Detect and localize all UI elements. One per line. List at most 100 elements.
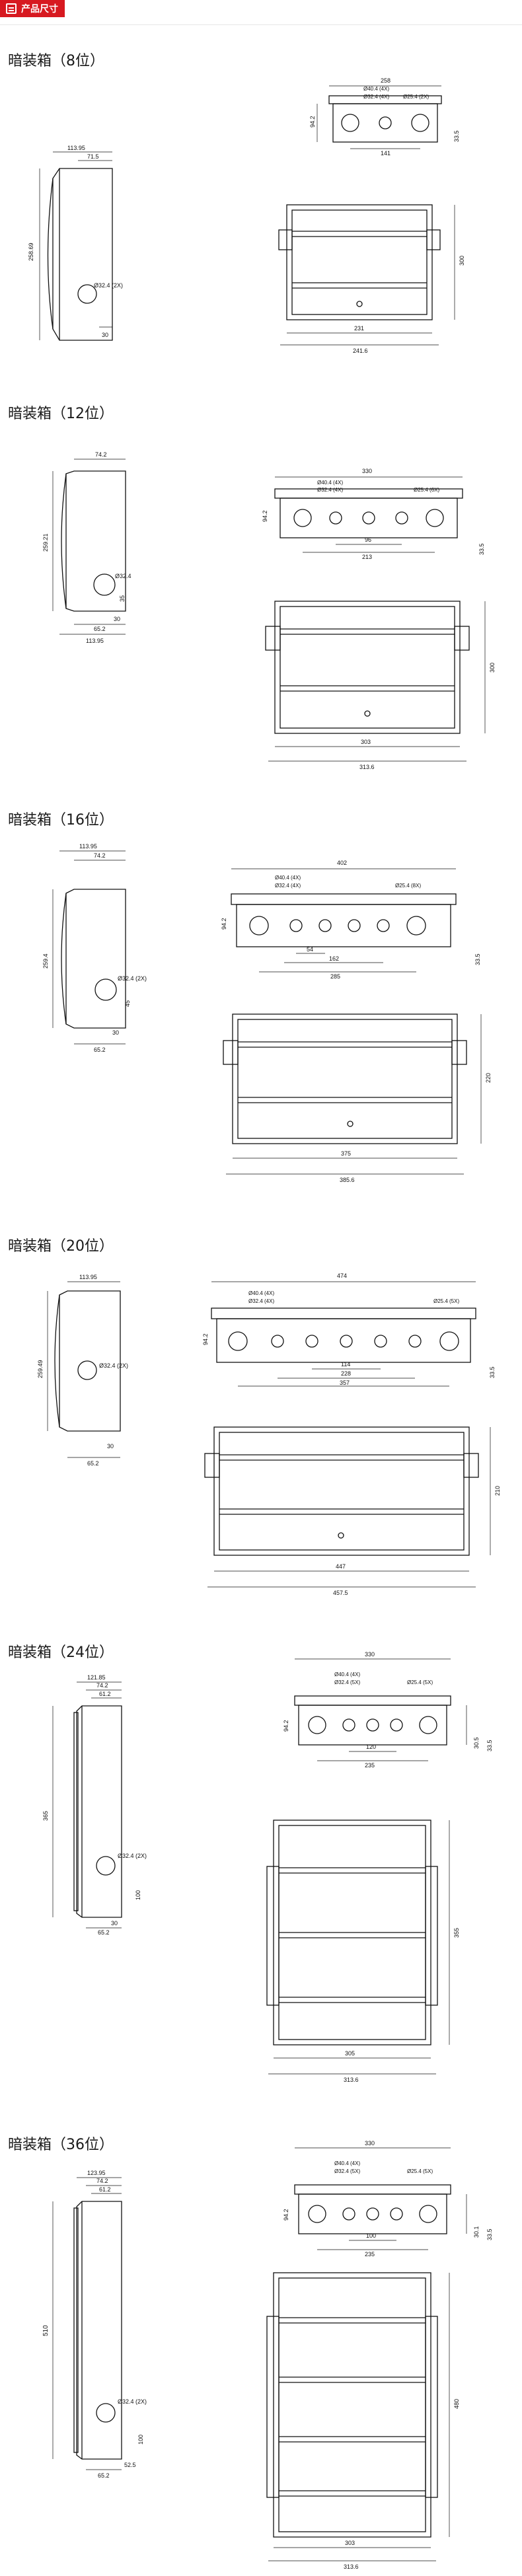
- dim-side-bottom: 65.2: [87, 1460, 99, 1467]
- dim-interior-height: 300: [459, 256, 465, 266]
- dim-front-edge: 33.5: [486, 2228, 493, 2240]
- interior-view-drawing: 210 447 457.5: [204, 1426, 501, 1596]
- dim-side-height: 259.4: [42, 953, 49, 969]
- dim-side-extra: 30: [112, 1029, 119, 1036]
- dim-front-depth: 94.2: [221, 918, 227, 930]
- dim-front-edge: 33.5: [474, 953, 481, 965]
- dim-interior-height: 210: [494, 1486, 501, 1496]
- dim-front-spacing2: 235: [365, 2251, 375, 2258]
- dim-interior-inner: 447: [336, 1563, 346, 1570]
- dim-side-extra: 30: [111, 1920, 118, 1927]
- dim-side-top: 113.95: [67, 145, 85, 151]
- hole-label: Ø32.4 (2X): [118, 1853, 147, 1859]
- dim-front-spacing2: 213: [362, 554, 372, 560]
- dim-side-extra: 30: [107, 1443, 114, 1450]
- hole-label-3: Ø25.4 (2X): [403, 94, 429, 100]
- dim-side-height: 259.49: [37, 1360, 44, 1378]
- section-8: 暗装箱（8位） 113.95 71.5 258.69 Ø32.4 (2X) 30: [0, 40, 522, 370]
- hole-label: Ø32.4 (2X): [99, 1362, 128, 1369]
- dim-side-bottom: 30: [102, 332, 108, 338]
- section-24: 暗装箱（24位） 121.85 74.2 61.2 365 Ø32.4 (2X)…: [0, 1635, 522, 2111]
- side-view-drawing: 123.95 74.2 61.2 510 Ø32.4 (2X) 100 52.5…: [42, 2170, 147, 2479]
- dim-interior-outer: 313.6: [359, 764, 375, 770]
- dim-side-top: 121.85: [87, 1674, 106, 1681]
- dim-side-height: 365: [42, 1811, 49, 1821]
- dim-side-extra: 52.5: [124, 2462, 136, 2468]
- section-title: 暗装箱（8位）: [8, 53, 104, 69]
- dim-interior-inner: 231: [354, 325, 364, 332]
- dim-interior-outer: 313.6: [344, 2077, 359, 2083]
- hole-label: Ø32.4 (2X): [118, 975, 147, 982]
- dim-side-inner: 74.2: [96, 2178, 108, 2184]
- hole-label-3: Ø25.4 (8X): [395, 883, 421, 889]
- dim-side-top: 123.95: [87, 2170, 106, 2176]
- hole-label-1: Ø40.4 (4X): [275, 875, 301, 881]
- page-header: 产品尺寸: [0, 0, 522, 25]
- dim-interior-inner: 375: [341, 1150, 351, 1157]
- dim-front-width: 474: [337, 1272, 347, 1279]
- dim-front-depth: 94.2: [309, 116, 316, 128]
- hole-label-3: Ø25.4 (5X): [407, 2168, 433, 2174]
- dim-side-bottom: 65.2: [98, 1929, 110, 1936]
- front-view-drawing: 330 Ø40.4 (4X) Ø32.4 (5X) Ø25.4 (5X) 94.…: [283, 1651, 493, 1769]
- interior-view-drawing: 480 303 313.6: [266, 2272, 460, 2570]
- front-view-drawing: 330 Ø40.4 (4X) Ø32.4 (4X) Ø25.4 (6X) 94.…: [262, 468, 485, 560]
- dim-side-bottom: 65.2: [94, 1047, 106, 1053]
- dim-side-bottom: 65.2: [98, 2472, 110, 2479]
- hole-label-1: Ø40.4 (4X): [334, 1672, 360, 1677]
- dim-side-top: 113.95: [79, 843, 97, 850]
- hole-label-1: Ø40.4 (4X): [334, 2160, 360, 2166]
- dim-front-spacing: 114: [341, 1361, 350, 1368]
- hole-label-1: Ø40.4 (4X): [363, 86, 389, 92]
- dim-side-top: 74.2: [95, 451, 107, 458]
- dim-front-edge: 33.5: [478, 543, 485, 555]
- dim-front-spacing: 120: [366, 1744, 376, 1750]
- dim-front-width: 330: [362, 468, 372, 474]
- section-title: 暗装箱（16位）: [8, 812, 114, 828]
- side-view-drawing: 121.85 74.2 61.2 365 Ø32.4 (2X) 100 30 6…: [42, 1674, 147, 1936]
- side-view-drawing: 113.95 259.49 Ø32.4 (2X) 30 65.2: [37, 1274, 128, 1467]
- dim-front-depth: 94.2: [262, 510, 268, 522]
- dim-front-width: 330: [365, 2140, 375, 2147]
- hole-label-2: Ø32.4 (5X): [334, 2168, 360, 2174]
- dim-front-depth: 94.2: [202, 1333, 209, 1345]
- dim-interior-height: 300: [489, 663, 496, 673]
- dim-front-edge: 33.5: [486, 1740, 493, 1751]
- hole-label-3: Ø25.4 (5X): [433, 1298, 459, 1304]
- hole-label-2: Ø32.4 (4X): [363, 94, 389, 100]
- side-view-drawing: 113.95 71.5 258.69 Ø32.4 (2X) 30: [28, 145, 123, 341]
- dim-side-outer: 113.95: [86, 638, 104, 644]
- dim-interior-height: 480: [453, 2399, 460, 2409]
- hole-label-2: Ø32.4 (5X): [334, 1679, 360, 1685]
- side-view-drawing: 113.95 74.2 259.4 Ø32.4 (2X) 45 30 65.2: [42, 843, 147, 1053]
- dim-side-extra: 30: [114, 616, 120, 622]
- front-view-drawing: 474 Ø40.4 (4X) Ø32.4 (4X) Ø25.4 (5X) 94.…: [202, 1272, 496, 1387]
- dim-side-inner: 74.2: [96, 1682, 108, 1689]
- dim-side-height: 259.21: [42, 533, 49, 552]
- dim-front-edge2: 30.1: [473, 2226, 480, 2238]
- section-12: 暗装箱（12位） 74.2 259.21 Ø32.4 35 30 65.2 11…: [0, 396, 522, 780]
- section-20: 暗装箱（20位） 113.95 259.49 Ø32.4 (2X) 30 65.…: [0, 1229, 522, 1625]
- dim-front-spacing3: 285: [330, 973, 340, 980]
- hole-label-3: Ø25.4 (5X): [407, 1679, 433, 1685]
- dim-front-spacing2: 162: [329, 955, 339, 962]
- dim-front-edge: 33.5: [489, 1366, 496, 1378]
- dim-front-edge: 33.5: [453, 130, 460, 142]
- dim-front-width: 258: [381, 77, 391, 84]
- dim-interior-outer: 457.5: [333, 1590, 348, 1596]
- interior-view-drawing: 300 231 241.6: [278, 204, 465, 354]
- interior-view-drawing: 355 305 313.6: [266, 1820, 460, 2083]
- hole-label-1: Ø40.4 (4X): [317, 480, 343, 486]
- section-title: 暗装箱（36位）: [8, 2137, 114, 2153]
- dim-front-width: 330: [365, 1651, 375, 1658]
- hole-label: Ø32.4: [115, 573, 131, 579]
- dim-interior-height: 355: [453, 1928, 460, 1938]
- hole-label-2: Ø32.4 (4X): [275, 883, 301, 889]
- dim-front-spacing: 141: [381, 150, 391, 157]
- section-36: 暗装箱（36位） 123.95 74.2 61.2 510 Ø32.4 (2X)…: [0, 2127, 522, 2576]
- dim-front-depth: 94.2: [283, 2209, 289, 2221]
- dim-front-width: 402: [337, 860, 347, 866]
- interior-view-drawing: 300 303 313.6: [265, 601, 496, 770]
- hole-label-1: Ø40.4 (4X): [248, 1290, 274, 1296]
- dim-front-depth: 94.2: [283, 1720, 289, 1732]
